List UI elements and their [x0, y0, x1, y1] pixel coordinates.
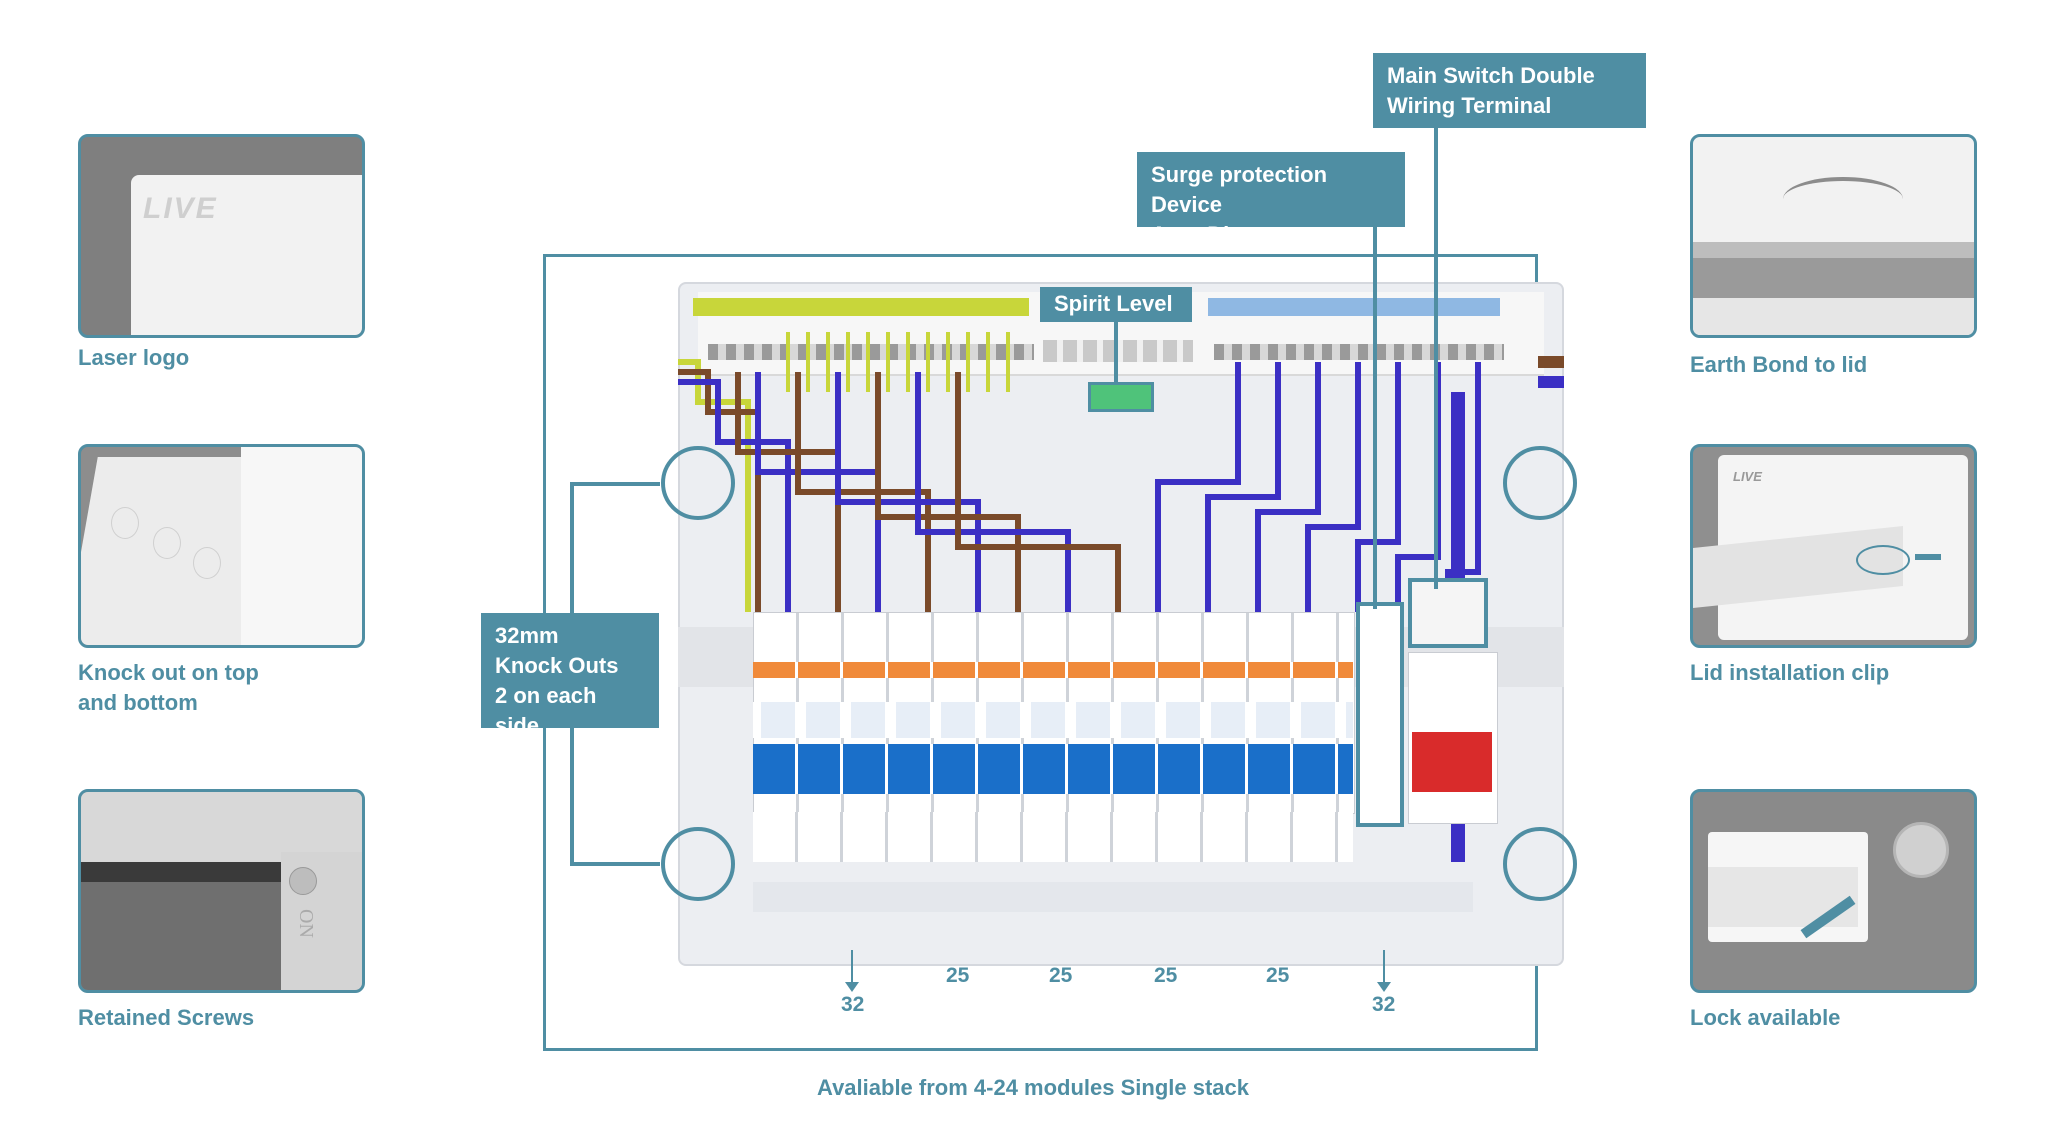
- knockout-size-label: 25: [946, 964, 970, 987]
- knockouts-callout-line1: 32mm: [495, 623, 559, 648]
- knockout-size-label: 32: [1372, 993, 1396, 1016]
- consumer-unit-illustration: [678, 282, 1564, 966]
- knockouts-callout-line2: Knock Outs: [495, 653, 619, 678]
- earth-bond-thumbnail: [1690, 134, 1977, 338]
- knockout-caption: Knock out on top and bottom: [78, 658, 259, 718]
- earth-bond-caption: Earth Bond to lid: [1690, 352, 1868, 377]
- lid-clip-thumbnail: LIVE: [1690, 444, 1977, 648]
- earth-terminal-labels: [693, 298, 1029, 316]
- knockout-size-label: 25: [1049, 964, 1073, 987]
- knockout-ring-top-right: [1503, 446, 1577, 520]
- knockouts-callout: 32mm Knock Outs 2 on each side: [481, 613, 659, 738]
- laser-logo-thumbnail: LIVE: [78, 134, 365, 338]
- surge-callout: Surge protection Device Auto Disconnect: [1137, 152, 1405, 247]
- main-switch-terminal: [1408, 578, 1488, 648]
- arrow-left-icon: [1915, 554, 1941, 560]
- surge-callout-line1: Surge protection Device: [1151, 162, 1328, 217]
- main-switch-leader: [1434, 127, 1438, 589]
- surge-callout-line2: Auto Disconnect: [1151, 222, 1326, 247]
- knockout-caption-line1: Knock out on top: [78, 660, 259, 685]
- knockout-ring-bottom-left: [661, 827, 735, 901]
- surge-leader: [1373, 226, 1377, 609]
- retained-screws-thumbnail: ON: [78, 789, 365, 993]
- knockout-size-label: 32: [841, 993, 865, 1016]
- lock-icon: [1893, 822, 1949, 878]
- clip-highlight-ring: [1856, 545, 1910, 575]
- neutral-terminal-labels: [1208, 298, 1500, 316]
- earth-bond-wire: [1783, 177, 1903, 221]
- knockout-ring-top-left: [661, 446, 735, 520]
- knockouts-callout-line3: 2 on each side: [495, 683, 597, 738]
- knockout-caption-line2: and bottom: [78, 690, 198, 715]
- knockout-arrow-right: [1377, 950, 1391, 992]
- knockout-thumbnail: [78, 444, 365, 648]
- main-switch-callout-line1: Main Switch Double: [1387, 63, 1595, 88]
- knockout-arrow-left: [845, 950, 859, 992]
- knockout-size-label: 25: [1266, 964, 1290, 987]
- main-switch-callout-line2: Wiring Terminal: [1387, 93, 1552, 118]
- screw-icon: [289, 867, 317, 895]
- lid-clip-caption: Lid installation clip: [1690, 660, 1890, 685]
- on-label: ON: [294, 909, 317, 938]
- live-logo: LIVE: [143, 192, 218, 225]
- live-logo: LIVE: [1733, 469, 1762, 484]
- knockout-size-label: 25: [1154, 964, 1178, 987]
- knockout-leader-bottom: [570, 862, 660, 866]
- main-switch-callout: Main Switch Double Wiring Terminal: [1373, 53, 1646, 128]
- spirit-level: [1088, 382, 1154, 412]
- wiring-harness: [678, 332, 1564, 862]
- retained-screws-caption: Retained Screws: [78, 1005, 255, 1030]
- knockout-leader-top: [570, 482, 660, 486]
- spirit-level-callout: Spirit Level: [1040, 287, 1192, 322]
- availability-note: Avaliable from 4-24 modules Single stack: [817, 1075, 1250, 1100]
- knockout-ring-bottom-right: [1503, 827, 1577, 901]
- lock-thumbnail: [1690, 789, 1977, 993]
- laser-logo-caption: Laser logo: [78, 345, 190, 370]
- surge-protection-device: [1356, 602, 1404, 827]
- lock-caption: Lock available: [1690, 1005, 1841, 1030]
- spirit-level-leader: [1114, 321, 1118, 385]
